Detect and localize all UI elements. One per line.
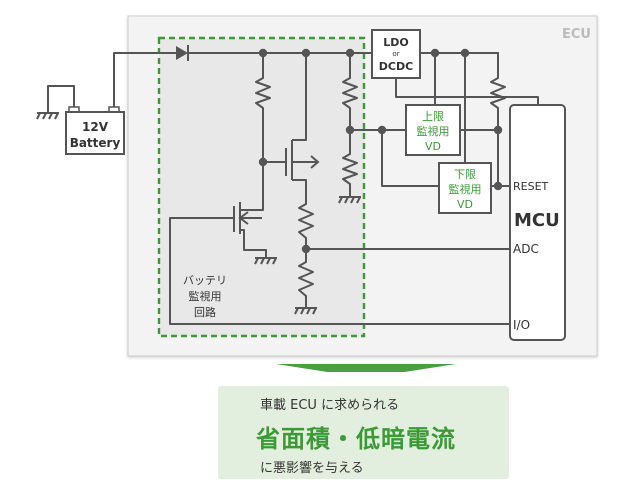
dcdc-label: DCDC <box>379 60 413 73</box>
circuit-schematic: ECU <box>36 15 598 372</box>
ecu-label: ECU <box>562 27 591 42</box>
diode <box>176 45 189 61</box>
ldo-or: or <box>392 50 399 58</box>
upper-vd-line2: 監視用 <box>417 124 450 138</box>
lower-vd-box: 下限 監視用 VD <box>438 162 492 214</box>
nmos-transistor <box>221 202 262 234</box>
mcu-box: RESET MCU ADC I/O <box>509 104 566 341</box>
ground-symbols <box>36 112 361 315</box>
callout-title: 省面積・低暗電流 <box>256 425 456 453</box>
battery-label: Battery <box>70 136 121 150</box>
lower-vd-line1: 下限 <box>454 168 476 181</box>
battery: 12V Battery <box>65 106 125 155</box>
callout-line3: に悪影響を与える <box>260 461 364 476</box>
junction-dots <box>258 48 503 254</box>
upper-vd-line3: VD <box>425 140 441 153</box>
monitor-circuit-line3: 回路 <box>194 306 216 319</box>
pmos-transistor <box>285 139 320 181</box>
monitor-circuit-line2: 監視用 <box>189 289 222 303</box>
mcu-adc-pin: ADC <box>513 242 539 256</box>
upper-vd-line1: 上限 <box>422 110 444 123</box>
upper-vd-box: 上限 監視用 VD <box>405 104 461 156</box>
callout-box: 車載 ECU に求められる 省面積・低暗電流 に悪影響を与える <box>218 386 509 479</box>
mcu-io-pin: I/O <box>513 318 530 332</box>
ldo-box: LDO or DCDC <box>371 29 421 79</box>
callout-line1: 車載 ECU に求められる <box>260 398 400 413</box>
resistors <box>255 77 506 297</box>
monitor-circuit-line1: バッテリ <box>183 274 227 287</box>
lower-vd-line3: VD <box>457 198 473 211</box>
down-arrow <box>276 364 456 372</box>
lower-vd-line2: 監視用 <box>449 182 482 196</box>
mcu-label: MCU <box>514 210 560 231</box>
ldo-label: LDO <box>383 36 409 49</box>
mcu-reset-pin: RESET <box>513 180 549 193</box>
battery-voltage: 12V <box>82 120 109 134</box>
battery-monitor-region <box>157 36 366 338</box>
